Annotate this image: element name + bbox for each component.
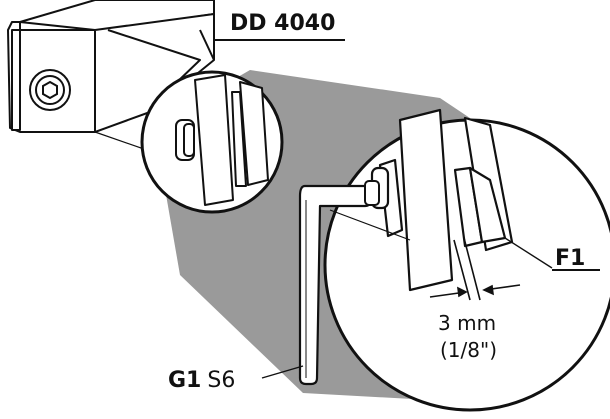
part-f1-text: F1 [555,246,585,271]
hex-bolt-icon [29,69,71,111]
detail-circle-small [140,70,284,214]
detail-circle-large [323,108,610,412]
model-text: DD 4040 [230,11,335,36]
part-f1-label: F1 [552,246,600,271]
tool-size-text: S6 [207,368,235,393]
bracket-assembly [7,0,215,133]
leader-line-circle [329,209,411,241]
gap-mm-label: 3 mm [438,311,496,335]
gap-inch-label: (1/8") [440,338,497,362]
allen-key-icon [298,180,380,386]
model-label: DD 4040 [214,11,345,41]
tool-code-text: G1 [168,368,201,393]
dimension-arrow-icon [429,237,521,301]
